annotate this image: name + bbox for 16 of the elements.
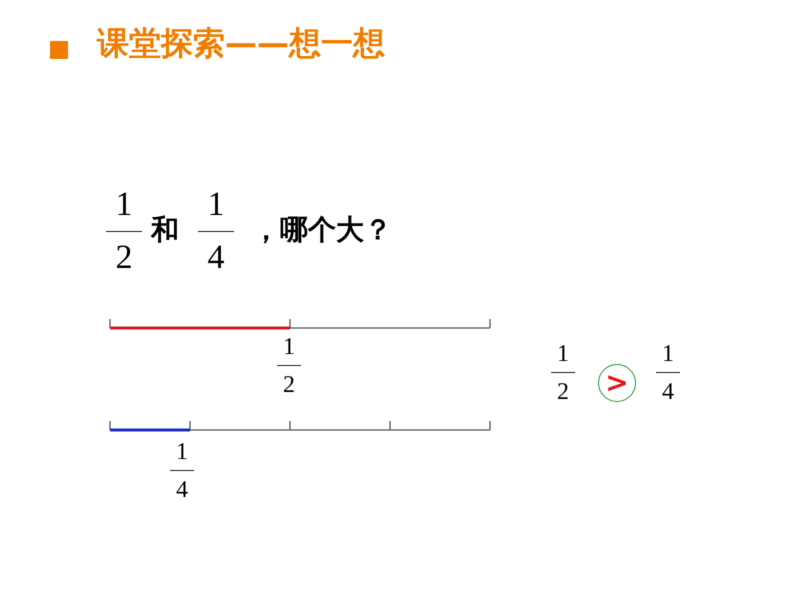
numerator: 1 xyxy=(174,440,189,464)
question-text: ，哪个大？ xyxy=(252,216,392,244)
numerator: 1 xyxy=(556,342,570,366)
numerator: 1 xyxy=(282,335,296,359)
denominator: 2 xyxy=(282,373,296,397)
numerator: 1 xyxy=(660,342,675,366)
denominator: 4 xyxy=(174,478,189,502)
numerator: 1 xyxy=(114,188,134,222)
comparison-circle: > xyxy=(598,364,636,402)
denominator: 4 xyxy=(206,241,226,275)
question-text: 和 xyxy=(151,216,179,244)
denominator: 4 xyxy=(660,380,675,404)
slide-title: 课堂探索——想一想 xyxy=(97,27,385,59)
numerator: 1 xyxy=(206,188,226,222)
denominator: 2 xyxy=(114,241,134,275)
denominator: 2 xyxy=(556,380,570,404)
